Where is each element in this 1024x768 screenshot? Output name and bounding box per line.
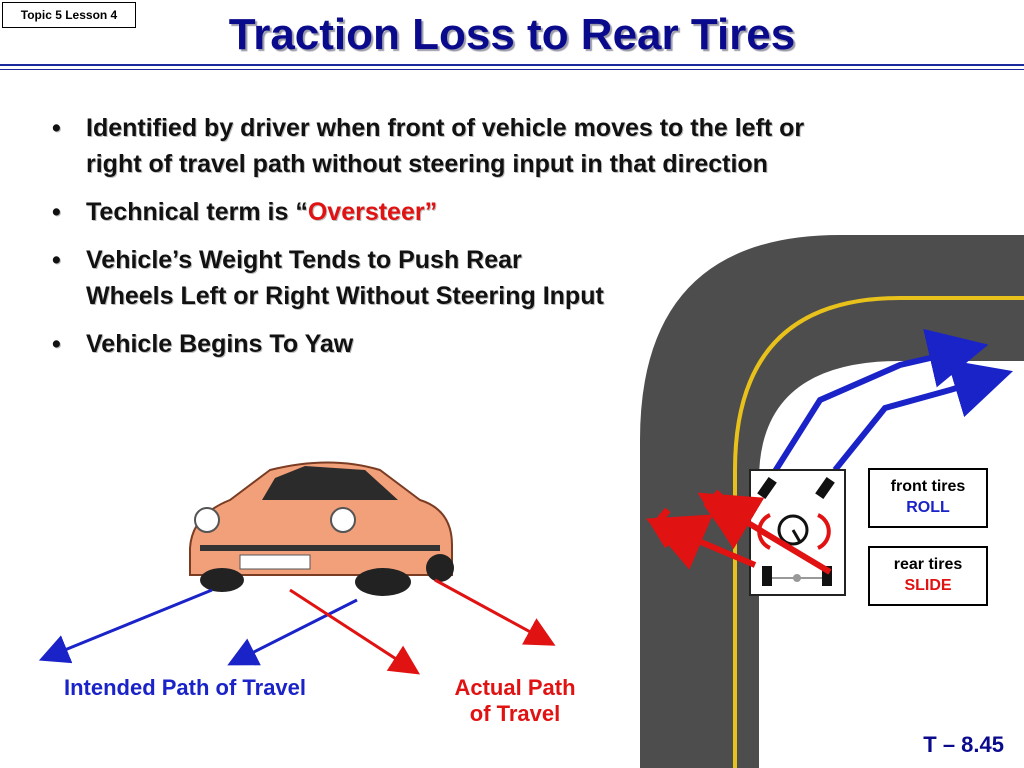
road-center-line [733,296,1024,768]
intended-path-label: Intended Path of Travel [63,675,307,700]
bullet-technical-term: • Technical term is “Oversteer” [52,198,438,226]
title-rule-thin [0,69,1024,70]
title-rule [0,64,1024,66]
car-illustration [189,461,454,596]
actual-arrow-right [434,578,556,646]
bullet-weight: • Vehicle’s Weight Tends to Push Rear Wh… [52,246,604,310]
slide-title: Traction Loss to Rear Tires [228,10,796,59]
topic-label: Topic 5 Lesson 4 [2,2,136,28]
front-tires-box: front tires ROLL [868,468,988,528]
oversteer-term: Oversteer” [307,198,438,226]
front-tire-arrow-left [757,328,989,497]
rear-slide-arrow-2 [697,492,832,575]
rear-tires-box: rear tires SLIDE [868,546,988,606]
front-tire-arrow-right [832,359,1013,472]
intended-arrow-left [38,588,213,664]
bullet-identified: • Identified by driver when front of veh… [52,114,805,178]
bullet-list: • Identified by driver when front of veh… [52,110,932,374]
bullet-yaw: • Vehicle Begins To Yaw [52,330,354,358]
slide-number: T – 8.45 [923,732,1004,757]
actual-arrow-left [289,588,421,675]
intended-arrow-right [227,598,358,666]
actual-path-label: Actual Path of Travel [454,675,576,726]
